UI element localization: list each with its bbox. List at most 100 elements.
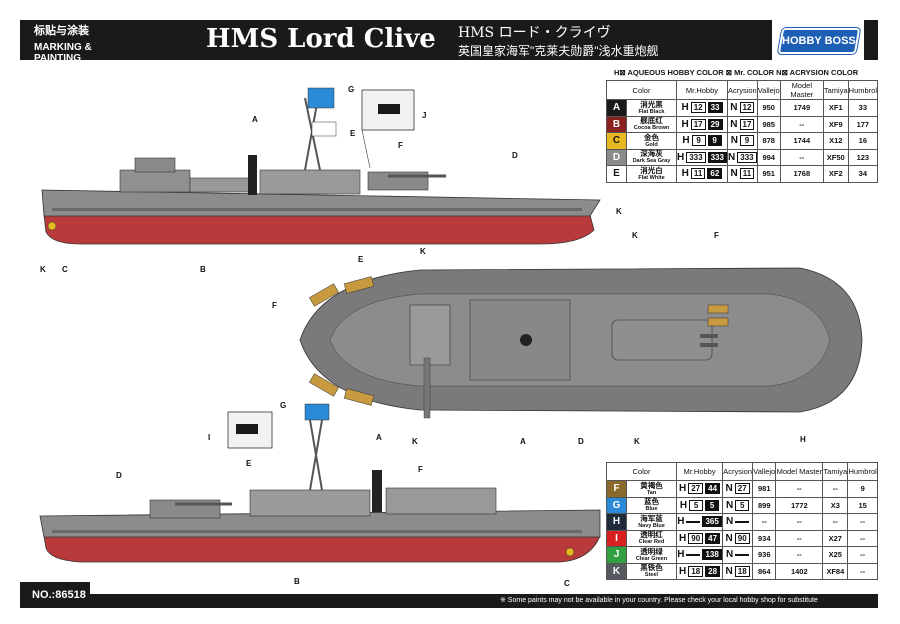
bottom-side-profile [39,403,601,563]
acrysion-prefix: N [728,151,736,163]
color-name-cn: 消光黑 [640,99,663,109]
humbrol-code: -- [847,529,878,547]
page-title-cn: 英国皇家海军"克莱夫勋爵"浅水重炮舰 [458,44,659,58]
mr-hobby-prefix: H [679,565,687,577]
model-master-code: 1402 [775,562,824,580]
mr-hobby-aqueous: 90 [688,532,704,544]
callouts: A B C D E F G J K K H A D K K E F F K K … [40,85,806,588]
mr-hobby-aqueous [686,520,701,523]
acrysion-prefix: N [725,532,733,544]
acrysion-code: N [722,513,754,531]
color-name-cn: 消光白 [640,165,663,175]
callout-g2: G [280,401,286,410]
callout-k6: K [420,247,426,256]
acrysion-code-wrap: N [726,549,750,560]
callout-h: H [800,435,806,444]
acrysion-prefix: N [730,168,738,180]
acrysion-number: 333 [737,151,757,163]
mr-hobby-aqueous: 9 [691,135,706,147]
paint-table-bottom: Color Mr.Hobby Acrysion Vallejo Model Ma… [606,462,878,580]
color-letter: B [606,115,627,133]
acrysion-number: 12 [739,102,755,114]
callout-c2: C [564,579,570,588]
color-letter: C [606,132,627,150]
humbrol-code: 177 [847,115,879,133]
acrysion-number: 11 [739,168,755,180]
tamiya-code: XF9 [822,115,849,133]
mr-color: 29 [707,118,723,130]
color-name-cn: 黄褐色 [640,480,663,490]
mr-color: 33 [707,102,723,114]
th-mr-hobby: Mr.Hobby [676,80,728,100]
humbrol-code: 9 [847,480,878,498]
th-humbrol: Humbrol [847,80,879,100]
callout-f4: F [418,465,423,474]
mr-color: 62 [707,168,723,180]
color-letter: A [606,99,627,117]
th-tamiya: Tamiya [822,462,849,481]
color-name-en: Tan [646,489,657,496]
humbrol-code: 16 [847,132,879,150]
vallejo-code: 950 [756,99,781,117]
th-vallejo: Vallejo [752,462,777,481]
callout-d: D [512,151,518,160]
acrysion-prefix: N [725,483,733,495]
model-master-code: -- [775,529,824,547]
callout-e3: E [246,459,252,468]
page-title-jp: HMS ロード・クライヴ [458,25,611,41]
color-letter: K [606,562,627,580]
mr-color: 44 [705,483,721,495]
callout-e2: E [358,255,364,264]
vallejo-code: -- [752,513,777,531]
acrysion-prefix: N [730,135,738,147]
th-humbrol: Humbrol [847,462,878,481]
th-color: Color [606,462,677,481]
color-letter: I [606,529,627,547]
header-label: 标贴与涂装 MARKING & PAINTING [34,22,122,64]
callout-b2: B [294,577,300,586]
mr-hobby-aqueous: 333 [686,151,706,163]
color-letter: E [606,165,627,183]
color-name-en: Gold [645,141,658,148]
mr-hobby-aqueous: 18 [688,565,704,577]
tamiya-code: XF50 [822,148,849,166]
model-master-code: -- [775,546,824,564]
th-tamiya: Tamiya [822,80,849,100]
acrysion-number: 5 [735,499,750,511]
color-name-cn: 蓝色 [644,497,659,507]
mr-hobby-prefix: H [681,102,689,114]
callout-e: E [350,129,356,138]
th-model-master: Model Master [775,462,824,481]
callout-k5: K [632,231,638,240]
tamiya-code: XF84 [822,562,849,580]
color-name-en: Steel [644,572,659,579]
mr-hobby-aqueous: 5 [689,499,704,511]
th-mr-hobby: Mr.Hobby [675,462,724,481]
vallejo-code: 936 [752,546,777,564]
color-name-cn: 透明红 [640,530,663,540]
th-vallejo: Vallejo [756,80,781,100]
mr-color: 5 [705,499,720,511]
color-name-en: Flat Black [638,108,665,115]
color-letter: G [606,496,627,514]
th-color: Color [606,80,677,100]
